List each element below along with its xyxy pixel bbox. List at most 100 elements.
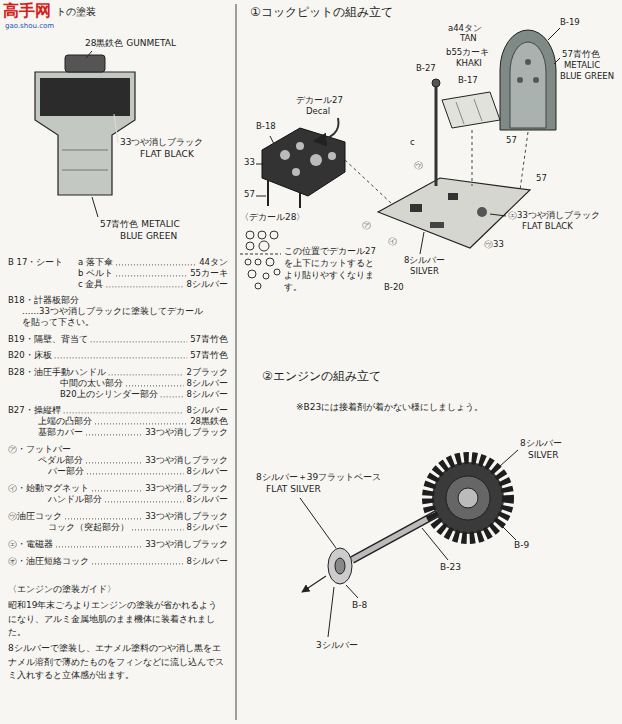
paint-color: 8シルバー bbox=[187, 379, 228, 389]
paint-color: 8シルバー bbox=[187, 406, 228, 416]
bulkhead-hole bbox=[517, 77, 523, 83]
callout-letter: ㋒ bbox=[414, 160, 423, 170]
guide-text: 8シルバーで塗装し、エナメル塗料のつや消し黒をエナメル溶剤で薄めたものをフィンな… bbox=[8, 642, 224, 683]
bulkhead bbox=[500, 30, 556, 130]
gauge-decal bbox=[248, 270, 256, 278]
paint-color: 33つや消しブラック bbox=[145, 456, 228, 466]
paint-note: ハンドル部分 bbox=[48, 495, 102, 505]
dotted-leader bbox=[116, 275, 187, 276]
section-title: ①コックピットの組み立て bbox=[250, 6, 393, 20]
watermark: gao.shou.com bbox=[5, 22, 54, 30]
callout-number: 33 bbox=[244, 158, 255, 168]
paint-color: 33つや消しブラック bbox=[145, 428, 228, 438]
dotted-leader bbox=[105, 501, 184, 502]
part-label: B-19 bbox=[560, 18, 580, 28]
dotted-leader bbox=[56, 546, 142, 547]
paint-color: ㋒33 bbox=[484, 240, 504, 250]
part-label: B-17 bbox=[458, 76, 478, 86]
leader-line bbox=[548, 28, 560, 40]
assembly-line bbox=[472, 130, 473, 186]
part-label: B-23 bbox=[440, 562, 461, 572]
bulkhead-hole bbox=[525, 59, 531, 65]
leader-line bbox=[86, 51, 92, 58]
leader-line bbox=[270, 136, 274, 144]
part-label: B-27 bbox=[416, 64, 436, 74]
paint-note: c 金具 bbox=[78, 280, 103, 290]
part-label: B-9 bbox=[514, 540, 529, 550]
part-label: B 17・シート bbox=[8, 258, 63, 268]
paint-note: を貼って下さい。 bbox=[22, 318, 94, 328]
part-label: ㋒油圧コック bbox=[8, 512, 62, 522]
part-label: B27・操縦桿 bbox=[8, 406, 61, 416]
gauge-decal bbox=[246, 231, 254, 239]
gauge-decal bbox=[255, 259, 261, 265]
gauge-decal bbox=[245, 259, 251, 265]
dotted-leader bbox=[87, 473, 184, 474]
seat-detail bbox=[62, 150, 108, 151]
seat-detail bbox=[62, 170, 108, 171]
guide-text: 昭和19年末ごろよりエンジンの塗装が省かれるようになり、アルミ金属地肌のまま機体… bbox=[8, 599, 224, 640]
paint-color: 8シルバー bbox=[187, 523, 228, 533]
dotted-leader bbox=[95, 423, 187, 424]
cylinder-fins bbox=[428, 458, 508, 538]
instrument-panel bbox=[262, 128, 345, 196]
gauge bbox=[292, 168, 300, 176]
dotted-leader bbox=[55, 357, 188, 358]
section-title: 〈エンジンの塗装ガイド〉 bbox=[8, 584, 116, 594]
part-label: B19・隔壁、背当て bbox=[8, 335, 88, 345]
part-label: B18・計器板部分 bbox=[8, 296, 79, 306]
paint-color: FLAT BLACK bbox=[522, 222, 573, 232]
leader-line bbox=[502, 526, 516, 540]
paint-color: 57青竹色 bbox=[562, 50, 600, 60]
gauge bbox=[328, 152, 336, 160]
paint-color: 8シルバー bbox=[187, 467, 228, 477]
dotted-leader bbox=[86, 434, 142, 435]
bulkhead-hole bbox=[533, 77, 539, 83]
dotted-leader bbox=[92, 563, 184, 564]
hub bbox=[458, 488, 478, 508]
paint-color: 8シルバー bbox=[187, 390, 228, 400]
floor-part bbox=[477, 207, 487, 217]
seat-belt bbox=[456, 102, 464, 124]
dotted-leader bbox=[65, 518, 142, 519]
dotted-leader bbox=[64, 412, 184, 413]
floor-part bbox=[410, 204, 422, 212]
paint-color: 33つや消しブラック bbox=[145, 540, 228, 550]
control-stick bbox=[435, 86, 438, 186]
leader-line bbox=[92, 197, 98, 217]
gauge-decal bbox=[255, 283, 261, 289]
paint-color: 8シルバー bbox=[187, 280, 228, 290]
dotted-leader bbox=[109, 374, 184, 375]
cut-line bbox=[240, 254, 281, 255]
paint-note: コック（突起部分） bbox=[48, 523, 129, 533]
gauge bbox=[310, 154, 322, 166]
dotted-leader bbox=[132, 529, 184, 530]
seat-illustration bbox=[35, 51, 135, 217]
floor-part bbox=[448, 193, 458, 200]
paint-note: 上端の凸部分 bbox=[38, 417, 92, 427]
paint-color: 57青竹色 bbox=[190, 351, 228, 361]
assembly-line bbox=[520, 132, 528, 190]
leader-line bbox=[114, 114, 118, 143]
paint-note: この位置でデカール27を上下にカットするとより貼りやすくなります。 bbox=[284, 246, 376, 294]
paint-color: SILVER bbox=[528, 450, 559, 460]
shaft-outline bbox=[352, 512, 440, 560]
prop-hub bbox=[328, 548, 352, 584]
paint-color: 28黒鉄色 GUNMETAL bbox=[85, 38, 176, 48]
paint-note: バー部分 bbox=[48, 467, 84, 477]
shaft bbox=[352, 512, 440, 560]
leader-line bbox=[300, 498, 336, 548]
dotted-leader bbox=[116, 264, 196, 265]
paint-color: FLAT BLACK bbox=[140, 149, 194, 159]
paint-note: ペダル部分 bbox=[38, 456, 83, 466]
paint-color: TAN bbox=[460, 34, 477, 44]
paint-color: 33つや消しブラック bbox=[145, 512, 228, 522]
section-title: 〈デカール28〉 bbox=[240, 212, 305, 222]
paint-color: ㋓33つや消しブラック bbox=[508, 211, 600, 221]
part-label: ㋔・油圧短絡コック bbox=[8, 557, 89, 567]
paint-color: FLAT SILVER bbox=[266, 484, 321, 494]
floor-part bbox=[430, 222, 444, 228]
paint-color: 8シルバー bbox=[404, 256, 445, 266]
part-label: ㋐・フットバー bbox=[8, 445, 71, 455]
